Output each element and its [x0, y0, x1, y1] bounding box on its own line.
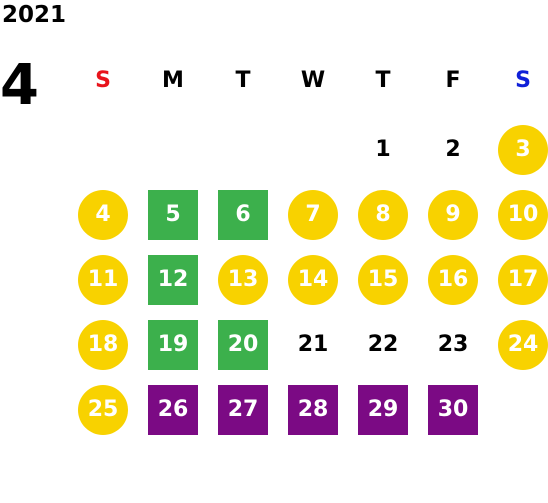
day-13[interactable]: 13 [218, 255, 268, 305]
day-29[interactable]: 29 [358, 385, 408, 435]
month-label: 4 [0, 53, 39, 118]
day-26[interactable]: 26 [148, 385, 198, 435]
weekday-4: T [375, 68, 391, 93]
day-17[interactable]: 17 [498, 255, 548, 305]
day-14[interactable]: 14 [288, 255, 338, 305]
day-20[interactable]: 20 [218, 320, 268, 370]
day-25[interactable]: 25 [78, 385, 128, 435]
day-11[interactable]: 11 [78, 255, 128, 305]
day-27[interactable]: 27 [218, 385, 268, 435]
day-30[interactable]: 30 [428, 385, 478, 435]
day-6[interactable]: 6 [218, 190, 268, 240]
day-21[interactable]: 21 [297, 332, 329, 357]
day-22[interactable]: 22 [367, 332, 399, 357]
day-3[interactable]: 3 [498, 125, 548, 175]
day-24[interactable]: 24 [498, 320, 548, 370]
day-2[interactable]: 2 [445, 137, 461, 162]
day-4[interactable]: 4 [78, 190, 128, 240]
weekday-0: S [95, 68, 111, 93]
day-12[interactable]: 12 [148, 255, 198, 305]
day-9[interactable]: 9 [428, 190, 478, 240]
day-8[interactable]: 8 [358, 190, 408, 240]
day-28[interactable]: 28 [288, 385, 338, 435]
day-16[interactable]: 16 [428, 255, 478, 305]
weekday-6: S [515, 68, 531, 93]
day-15[interactable]: 15 [358, 255, 408, 305]
weekday-1: M [162, 68, 184, 93]
day-23[interactable]: 23 [437, 332, 469, 357]
weekday-2: T [235, 68, 251, 93]
day-1[interactable]: 1 [375, 137, 391, 162]
day-10[interactable]: 10 [498, 190, 548, 240]
weekday-5: F [445, 68, 461, 93]
day-18[interactable]: 18 [78, 320, 128, 370]
day-19[interactable]: 19 [148, 320, 198, 370]
weekday-3: W [300, 68, 326, 93]
day-5[interactable]: 5 [148, 190, 198, 240]
day-7[interactable]: 7 [288, 190, 338, 240]
year-label: 2021 [2, 2, 67, 28]
